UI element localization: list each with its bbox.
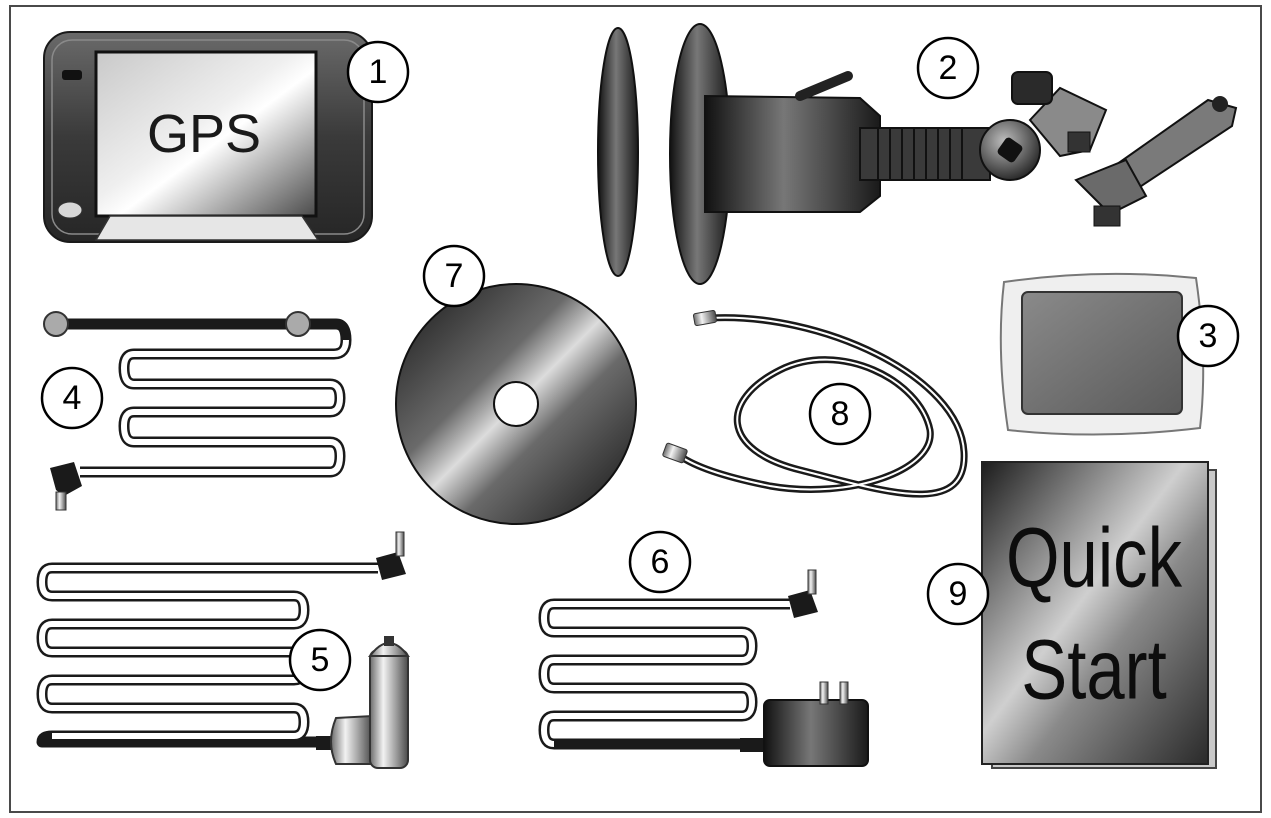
callout-number: 1 <box>369 53 388 91</box>
manual-book-icon: Quick Start <box>981 461 1217 769</box>
manual-title-line1: Quick <box>1006 511 1183 605</box>
gps-device-icon: GPS <box>43 31 373 243</box>
callout-number: 4 <box>63 379 82 417</box>
callout-number: 9 <box>949 575 968 613</box>
callout-9: 9 <box>926 562 990 626</box>
callout-4: 4 <box>40 366 104 430</box>
ac-adapter-icon <box>538 569 869 767</box>
callout-number: 6 <box>651 543 670 581</box>
diagram-frame <box>9 5 1262 813</box>
callout-number: 7 <box>445 257 464 295</box>
antenna-cable-icon <box>43 311 352 511</box>
usb-cable-icon <box>662 309 968 498</box>
callout-number: 2 <box>939 49 958 87</box>
manual-title-line2: Start <box>1021 623 1166 717</box>
callout-8: 8 <box>808 382 872 446</box>
car-charger-icon <box>36 531 410 769</box>
cd-icon <box>395 283 637 525</box>
callout-3: 3 <box>1176 304 1240 368</box>
callout-number: 5 <box>311 641 330 679</box>
callout-6: 6 <box>628 530 692 594</box>
suction-mount-icon <box>597 23 1238 285</box>
callout-7: 7 <box>422 244 486 308</box>
cloth-pouch-icon <box>999 272 1205 436</box>
gps-screen-label: GPS <box>147 104 261 164</box>
callout-2: 2 <box>916 36 980 100</box>
callout-number: 3 <box>1199 317 1218 355</box>
callout-5: 5 <box>288 628 352 692</box>
callout-1: 1 <box>346 40 410 104</box>
callout-number: 8 <box>831 395 850 433</box>
